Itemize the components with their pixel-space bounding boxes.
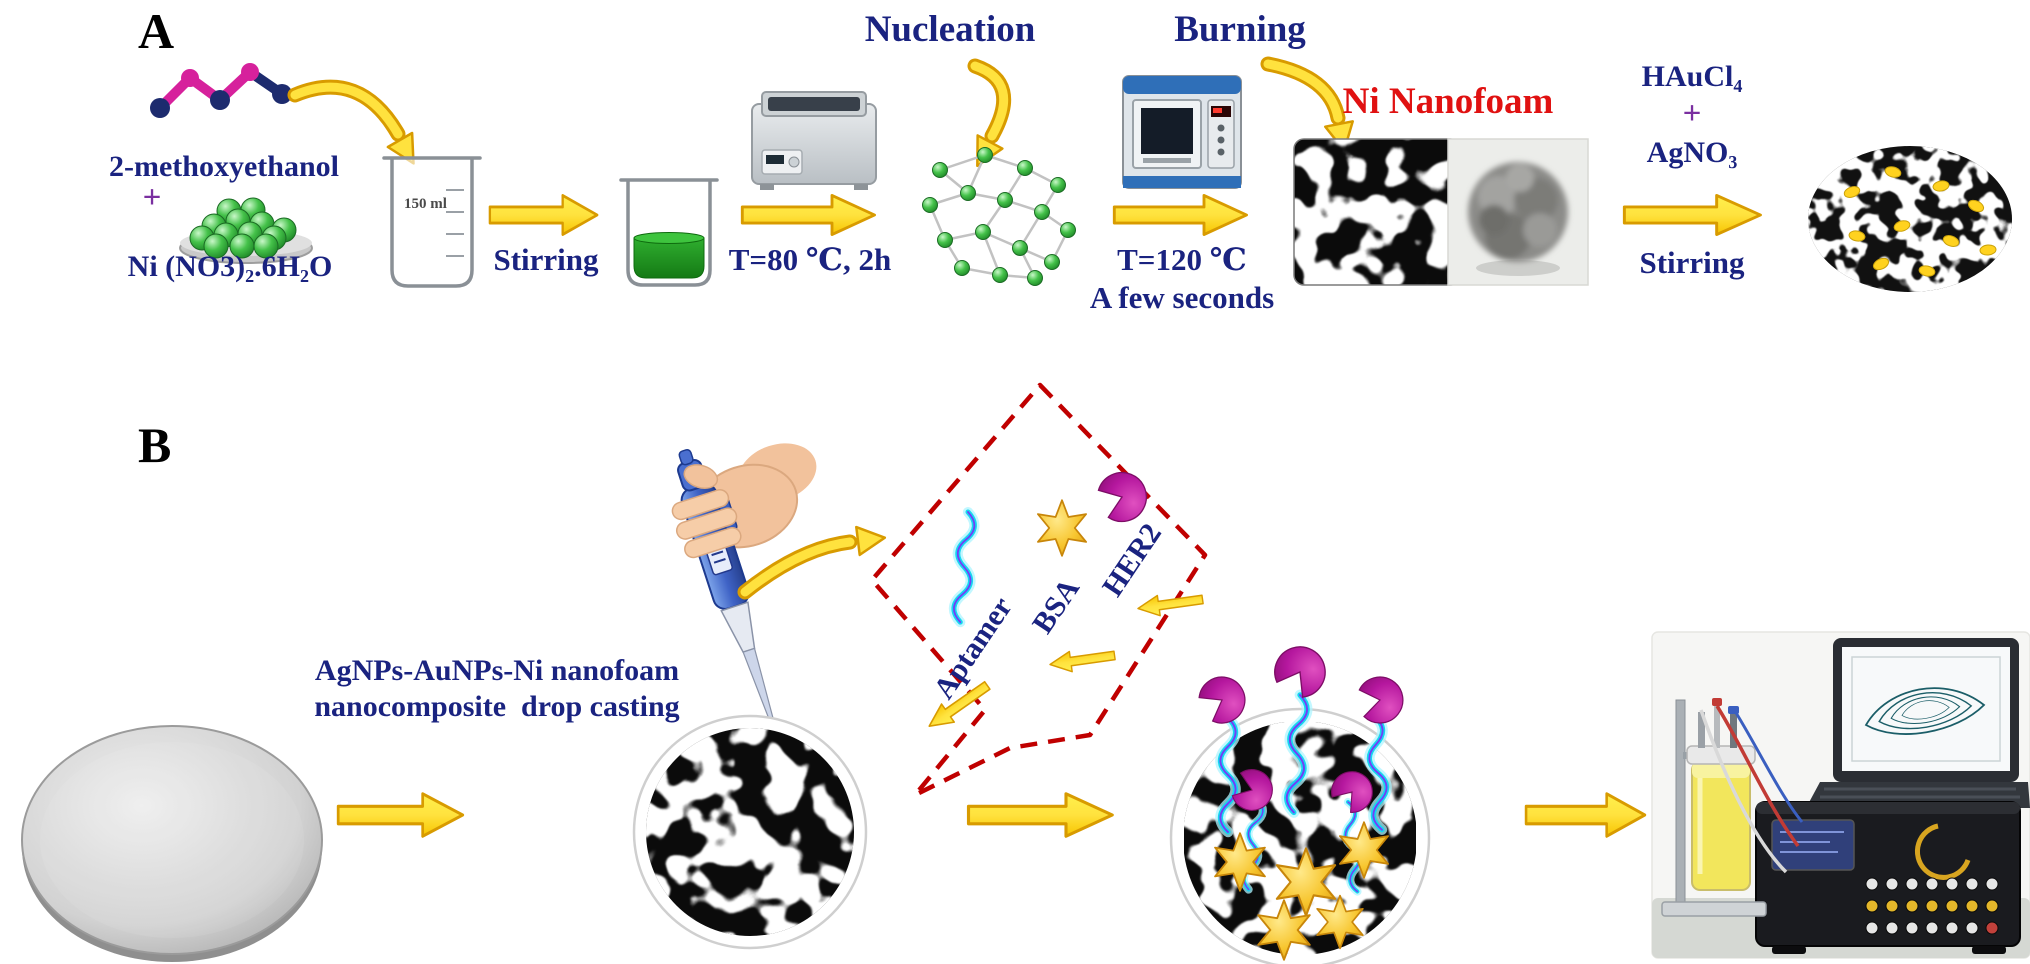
arrow2-label: T=80 ℃, 2h xyxy=(728,242,892,277)
sem-nanofoam-image xyxy=(1293,138,1461,286)
au-ag-decorated-nanofoam-icon xyxy=(1808,146,2012,292)
arrow-functionalization xyxy=(966,792,1114,838)
muffle-furnace-icon xyxy=(1122,75,1242,189)
dropcast-electrode-icon xyxy=(632,714,868,950)
dashed-speech-bubble xyxy=(869,382,1208,798)
potentiostat-icon xyxy=(1755,801,2021,954)
nucleation-title: Nucleation xyxy=(864,9,1036,50)
functionalized-electrode-icon xyxy=(1169,637,1431,964)
product-label: Ni Nanofoam xyxy=(1342,81,1554,122)
water-bath-icon xyxy=(751,91,877,190)
wire-white xyxy=(1699,709,1788,874)
cv-curves xyxy=(1851,656,2001,762)
curved-arrow-molecule-to-beaker xyxy=(287,79,427,172)
arrow3-label-line2: A few seconds xyxy=(1089,280,1275,315)
arrow1-label: Stirring xyxy=(493,242,599,277)
curved-arrow-to-bubble xyxy=(737,522,888,600)
electrochemical-cell-icon xyxy=(1661,698,1767,917)
plus-sign-b: + xyxy=(1682,96,1702,132)
arrow-drop-casting xyxy=(336,792,465,838)
arrow-burning xyxy=(1112,194,1248,236)
plus-sign-a: + xyxy=(142,180,162,216)
nanofoam-photo xyxy=(1447,138,1589,286)
arrow-heating xyxy=(740,194,876,236)
wire-blue xyxy=(1731,707,1804,823)
arrow3-label-line1: T=120 ℃ xyxy=(1117,242,1247,277)
nucleation-network-icon xyxy=(922,147,1076,286)
green-solution-beaker-icon xyxy=(619,178,719,287)
reagent-nickel-nitrate: Ni (NO3)₂.6H₂O xyxy=(127,250,333,283)
burning-title: Burning xyxy=(1174,9,1306,50)
wire-red xyxy=(1715,705,1800,848)
nickel-salt-cluster-icon xyxy=(179,197,313,264)
caption-line1: AgNPs-AuNPs-Ni nanofoam xyxy=(314,654,680,687)
her2-receptor xyxy=(1193,668,1254,730)
pipette-with-hand-icon xyxy=(671,443,817,730)
her2-receptor xyxy=(1357,672,1408,727)
panel-a-graphics xyxy=(150,56,2012,292)
arrow-measurement xyxy=(1524,792,1647,838)
arrow-stirring xyxy=(488,194,599,236)
reagent-2-methoxyethanol: 2-methoxyethanol xyxy=(109,150,339,183)
curved-arrow-burning xyxy=(1260,56,1360,155)
arrow-au-ag-decoration xyxy=(1622,193,1762,237)
panel-a-label: A xyxy=(138,3,175,59)
measurement-setup xyxy=(1651,631,2030,959)
arrow4-label: Stirring xyxy=(1639,245,1745,280)
panel-b-graphics xyxy=(21,382,2030,964)
laptop-icon xyxy=(1806,638,2030,808)
silver-salt-label: AgNO₃ xyxy=(1646,136,1738,169)
beaker-volume-label: 150 ml xyxy=(404,196,447,212)
molecule-icon xyxy=(150,63,292,118)
empty-beaker-icon xyxy=(382,156,482,288)
bare-electrode-disk-icon xyxy=(21,725,323,962)
caption-line2: nanocomposite drop casting xyxy=(314,690,680,723)
curved-arrow-nucleation xyxy=(963,58,1012,174)
gold-salt-label: HAuCl₄ xyxy=(1641,60,1743,93)
panel-b-label: B xyxy=(138,417,172,473)
